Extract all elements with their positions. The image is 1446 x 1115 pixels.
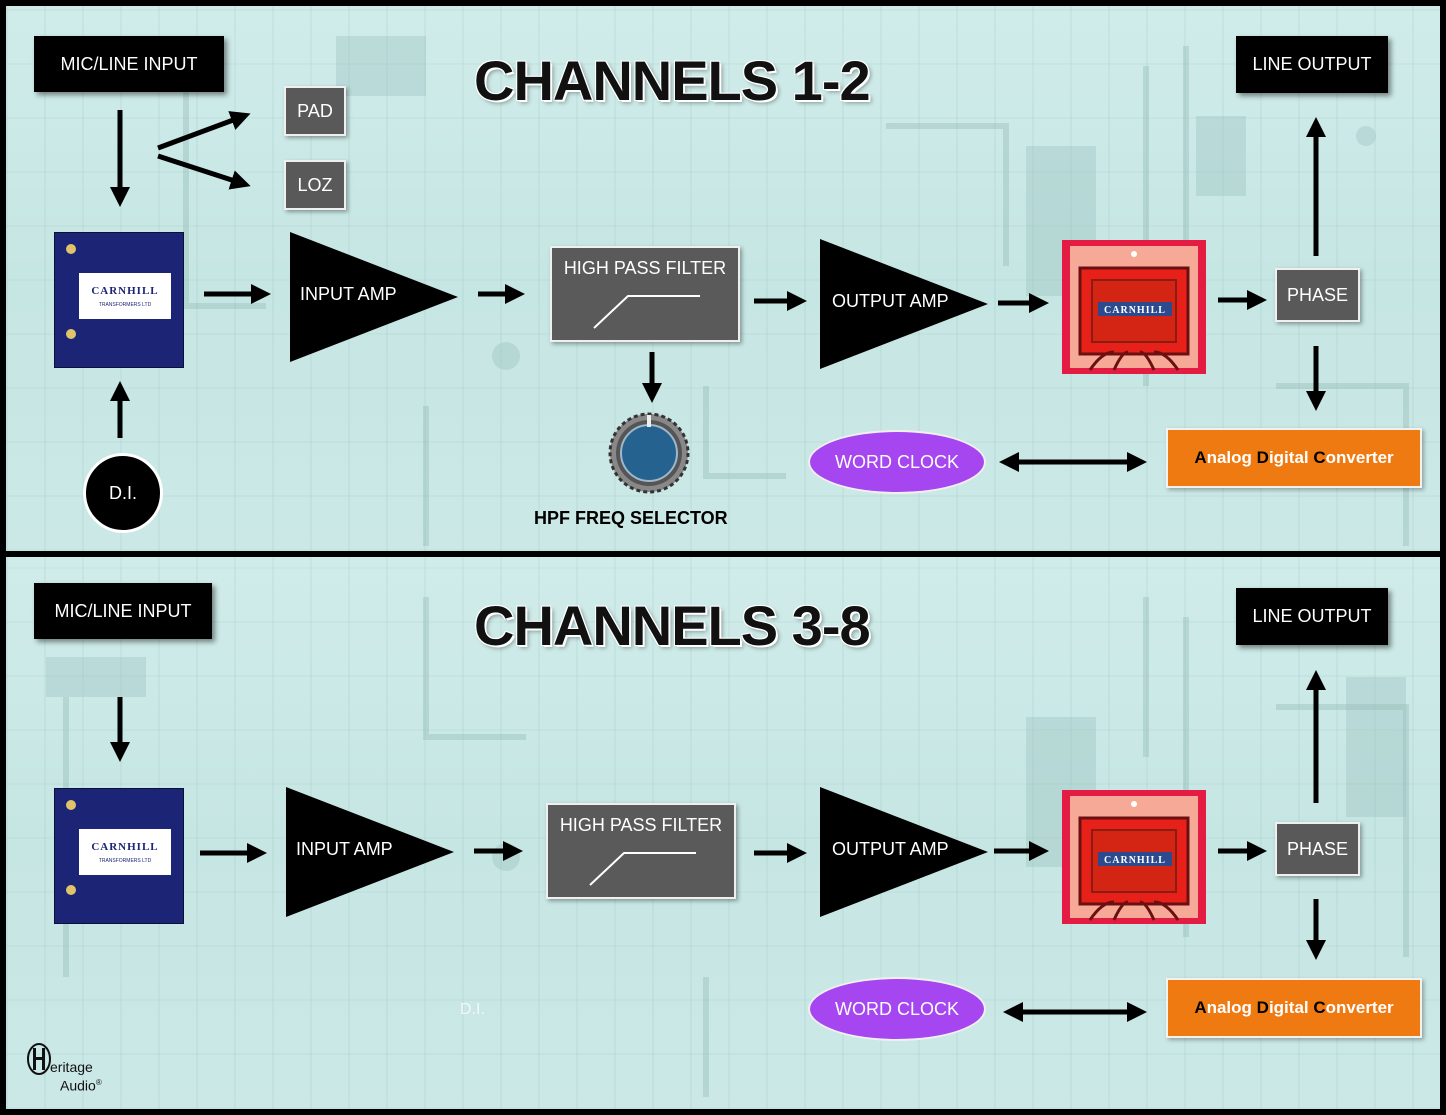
loz-box: LOZ bbox=[284, 160, 346, 210]
logo-text: eritage Audio® bbox=[50, 1060, 102, 1094]
logo-line2-wrap: Audio® bbox=[50, 1075, 102, 1094]
heritage-h-logo-icon bbox=[27, 1043, 51, 1075]
adc-text-d: igital bbox=[1268, 448, 1309, 467]
input-transformer-image: CARNHILL TRANSFORMERS LTD bbox=[54, 788, 184, 924]
transformer-brand-text: CARNHILL bbox=[91, 841, 158, 853]
input-amp-triangle bbox=[286, 787, 454, 917]
transformer-sub-text: TRANSFORMERS LTD bbox=[99, 302, 152, 308]
adc-text-c: onverter bbox=[1325, 448, 1394, 467]
adc-letter-d: D bbox=[1256, 448, 1269, 467]
phase-box: PHASE bbox=[1275, 268, 1360, 322]
hpf-knob-icon[interactable] bbox=[607, 411, 691, 495]
line-output-box: LINE OUTPUT bbox=[1236, 588, 1388, 645]
di-faint-label: D.I. bbox=[460, 1001, 485, 1018]
input-amp-label: INPUT AMP bbox=[296, 839, 393, 859]
transformer-brand-text: CARNHILL bbox=[91, 285, 158, 297]
pad-box: PAD bbox=[284, 86, 346, 136]
adc-letter-a: A bbox=[1194, 998, 1207, 1017]
high-pass-filter-box: HIGH PASS FILTER bbox=[550, 246, 740, 342]
output-amp-label: OUTPUT AMP bbox=[832, 839, 949, 859]
arrow-to-loz bbox=[157, 153, 251, 190]
adc-text-d: igital bbox=[1268, 998, 1309, 1017]
adc-text-a: nalog bbox=[1206, 448, 1252, 467]
hpf-curve-icon bbox=[593, 295, 700, 329]
adc-letter-c: C bbox=[1313, 998, 1326, 1017]
output-amp-triangle bbox=[820, 787, 988, 917]
input-transformer-image: CARNHILL TRANSFORMERS LTD bbox=[54, 232, 184, 368]
word-clock-ellipse: WORD CLOCK bbox=[808, 977, 986, 1041]
phase-box: PHASE bbox=[1275, 822, 1360, 876]
output-transformer-image: CARNHILL bbox=[1062, 790, 1206, 924]
circuit-background bbox=[183, 36, 1409, 546]
word-clock-ellipse: WORD CLOCK bbox=[808, 430, 986, 494]
adc-letter-d: D bbox=[1256, 998, 1269, 1017]
hpf-label: HIGH PASS FILTER bbox=[559, 815, 723, 835]
hpf-freq-selector-label: HPF FREQ SELECTOR bbox=[534, 508, 728, 528]
input-amp-label: INPUT AMP bbox=[300, 284, 397, 304]
hpf-label: HIGH PASS FILTER bbox=[563, 258, 727, 278]
logo-registered-mark: ® bbox=[95, 1078, 102, 1087]
adc-letter-a: A bbox=[1194, 448, 1207, 467]
transformer-sub-text: TRANSFORMERS LTD bbox=[99, 858, 152, 864]
arrow-to-pad bbox=[157, 111, 251, 151]
channels-3-8-panel: CHANNELS 3-8 MIC/LINE INPUT CARNHILL TRA… bbox=[6, 557, 1440, 1109]
channels-1-2-panel: CHANNELS 1-2 MIC/LINE INPUT PAD LOZ CARN… bbox=[6, 6, 1440, 551]
transformer-out-brand-text: CARNHILL bbox=[1104, 305, 1166, 316]
input-amp-triangle bbox=[290, 232, 458, 362]
mic-line-input-box: MIC/LINE INPUT bbox=[34, 583, 212, 639]
output-amp-triangle bbox=[820, 239, 988, 369]
output-transformer-image: CARNHILL bbox=[1062, 240, 1206, 374]
hpf-curve-icon bbox=[589, 852, 696, 886]
adc-letter-c: C bbox=[1313, 448, 1326, 467]
adc-text-a: nalog bbox=[1206, 998, 1252, 1017]
section-title: CHANNELS 3-8 bbox=[474, 594, 871, 657]
output-amp-label: OUTPUT AMP bbox=[832, 291, 949, 311]
signal-flow-arrows bbox=[110, 669, 1326, 1022]
mic-line-input-box: MIC/LINE INPUT bbox=[34, 36, 224, 92]
logo-line1: eritage bbox=[50, 1059, 93, 1075]
di-circle: D.I. bbox=[83, 453, 163, 533]
transformer-out-brand-text: CARNHILL bbox=[1104, 855, 1166, 866]
section-title: CHANNELS 1-2 bbox=[474, 49, 871, 112]
logo-line2: Audio bbox=[60, 1077, 96, 1094]
heritage-audio-logo: eritage Audio® bbox=[26, 1042, 116, 1102]
line-output-box: LINE OUTPUT bbox=[1236, 36, 1388, 93]
signal-flow-arrows bbox=[110, 110, 1326, 472]
adc-text-c: onverter bbox=[1325, 998, 1394, 1017]
high-pass-filter-box: HIGH PASS FILTER bbox=[546, 803, 736, 899]
